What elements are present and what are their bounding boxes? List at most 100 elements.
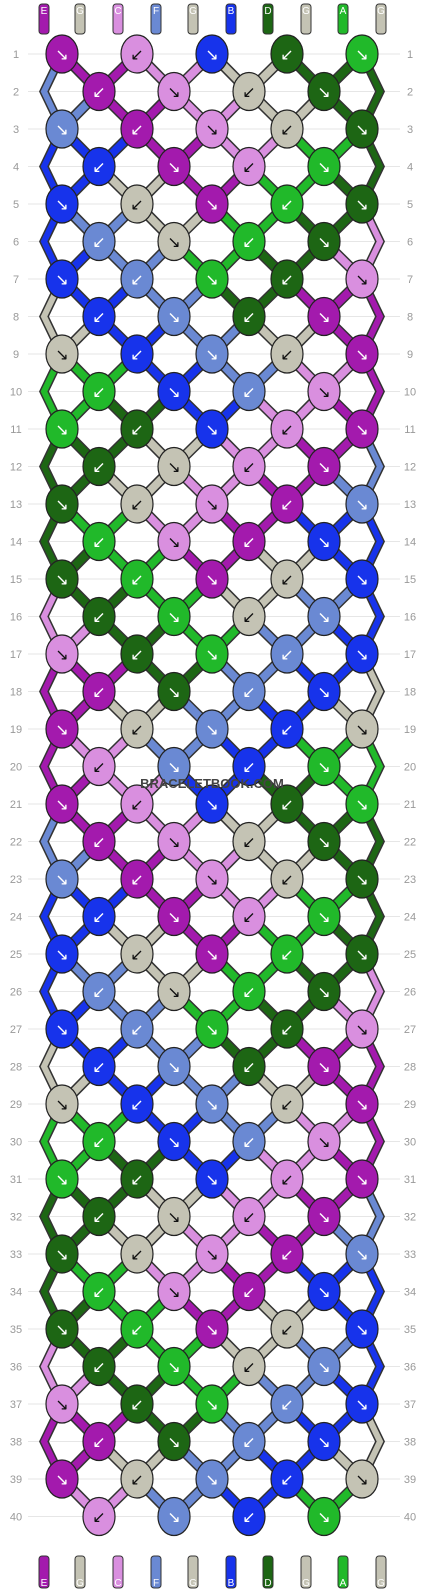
knot xyxy=(270,1009,304,1049)
knot-arrow-icon: ↘ xyxy=(355,720,368,739)
knot-arrow-icon: ↙ xyxy=(242,908,255,927)
knot-arrow-icon: ↙ xyxy=(92,1058,105,1077)
knot-arrow-icon: ↘ xyxy=(55,195,68,214)
knot xyxy=(120,859,154,899)
knot xyxy=(345,1159,379,1199)
knot xyxy=(195,859,229,899)
thread-letter-bottom: E xyxy=(41,1578,48,1589)
thread-end-top xyxy=(375,3,387,35)
thread-letter-bottom: C xyxy=(114,1578,121,1589)
knot-arrow-icon: ↘ xyxy=(167,1058,180,1077)
knot xyxy=(195,1384,229,1424)
knot-arrow-icon: ↘ xyxy=(317,458,330,477)
knot-arrow-icon: ↘ xyxy=(317,1133,330,1152)
row-label-right: 2 xyxy=(407,87,413,99)
thread-letter-top: G xyxy=(189,6,197,17)
knot-arrow-icon: ↘ xyxy=(355,345,368,364)
thread-end-bottom xyxy=(74,1555,86,1589)
knot-arrow-icon: ↙ xyxy=(242,683,255,702)
knot xyxy=(232,71,266,112)
knot-arrow-icon: ↘ xyxy=(317,383,330,402)
knot-arrow-icon: ↙ xyxy=(130,1245,143,1264)
knot xyxy=(307,596,341,637)
row-label-left: 23 xyxy=(10,874,22,886)
row-label-right: 14 xyxy=(404,537,416,549)
knot-arrow-icon: ↘ xyxy=(167,383,180,402)
knot xyxy=(45,559,79,599)
knot xyxy=(232,1046,266,1087)
knot-arrow-icon: ↘ xyxy=(167,533,180,552)
knot-arrow-icon: ↘ xyxy=(355,870,368,889)
knot xyxy=(232,296,266,337)
knot-arrow-icon: ↙ xyxy=(130,945,143,964)
knot-arrow-icon: ↘ xyxy=(167,1358,180,1377)
knot-arrow-icon: ↙ xyxy=(280,420,293,439)
knot-arrow-icon: ↙ xyxy=(242,1358,255,1377)
row-label-left: 19 xyxy=(10,724,22,736)
row-label-left: 36 xyxy=(10,1362,22,1374)
knot xyxy=(120,1459,154,1499)
row-label-left: 26 xyxy=(10,987,22,999)
knot xyxy=(232,596,266,637)
knot xyxy=(157,1346,191,1387)
knot-arrow-icon: ↙ xyxy=(130,1095,143,1114)
thread-letter-top: G xyxy=(302,6,310,17)
row-label-left: 3 xyxy=(13,124,19,136)
row-label-right: 23 xyxy=(404,874,416,886)
knot xyxy=(270,184,304,224)
knot-arrow-icon: ↙ xyxy=(242,1433,255,1452)
knot xyxy=(120,184,154,224)
knot-arrow-icon: ↙ xyxy=(130,345,143,364)
row-label-right: 25 xyxy=(404,949,416,961)
knot xyxy=(82,596,116,637)
knot-arrow-icon: ↘ xyxy=(205,645,218,664)
knot-arrow-icon: ↙ xyxy=(280,270,293,289)
knot-arrow-icon: ↘ xyxy=(205,1245,218,1264)
knot xyxy=(307,1196,341,1237)
knot xyxy=(45,1234,79,1274)
knot-arrow-icon: ↙ xyxy=(130,870,143,889)
knot xyxy=(45,1309,79,1349)
knot xyxy=(82,971,116,1012)
knot-arrow-icon: ↘ xyxy=(55,1095,68,1114)
knot-arrow-icon: ↘ xyxy=(205,870,218,889)
knot-arrow-icon: ↘ xyxy=(167,308,180,327)
knot xyxy=(270,409,304,449)
knot-arrow-icon: ↙ xyxy=(92,83,105,102)
knot-arrow-icon: ↙ xyxy=(130,1470,143,1489)
row-label-left: 2 xyxy=(13,87,19,99)
knot xyxy=(45,1009,79,1049)
knot xyxy=(120,1234,154,1274)
knot-arrow-icon: ↘ xyxy=(355,645,368,664)
row-label-left: 15 xyxy=(10,574,22,586)
knot xyxy=(157,821,191,862)
row-label-left: 4 xyxy=(13,162,19,174)
knot-arrow-icon: ↙ xyxy=(130,1020,143,1039)
row-label-right: 31 xyxy=(404,1174,416,1186)
knot-arrow-icon: ↘ xyxy=(355,1170,368,1189)
knot-arrow-icon: ↙ xyxy=(242,758,255,777)
thread-letter-top: E xyxy=(41,6,48,17)
row-label-left: 11 xyxy=(10,424,21,436)
knot-arrow-icon: ↙ xyxy=(130,795,143,814)
row-label-left: 27 xyxy=(10,1024,22,1036)
knot-arrow-icon: ↘ xyxy=(205,795,218,814)
knot-arrow-icon: ↘ xyxy=(55,1395,68,1414)
row-label-left: 29 xyxy=(10,1099,22,1111)
knot xyxy=(307,71,341,112)
knot xyxy=(345,1459,379,1499)
knot-arrow-icon: ↘ xyxy=(317,833,330,852)
row-label-left: 33 xyxy=(10,1249,22,1261)
knot-arrow-icon: ↘ xyxy=(355,795,368,814)
thread-letter-top: B xyxy=(228,6,235,17)
knot-arrow-icon: ↘ xyxy=(55,1245,68,1264)
thread-end-bottom xyxy=(38,1555,50,1589)
knot-arrow-icon: ↙ xyxy=(92,1358,105,1377)
row-label-right: 21 xyxy=(404,799,416,811)
knot xyxy=(232,1496,266,1537)
knot xyxy=(82,1496,116,1537)
knot-arrow-icon: ↘ xyxy=(205,1395,218,1414)
knot-arrow-icon: ↙ xyxy=(92,1433,105,1452)
knot xyxy=(345,1234,379,1274)
